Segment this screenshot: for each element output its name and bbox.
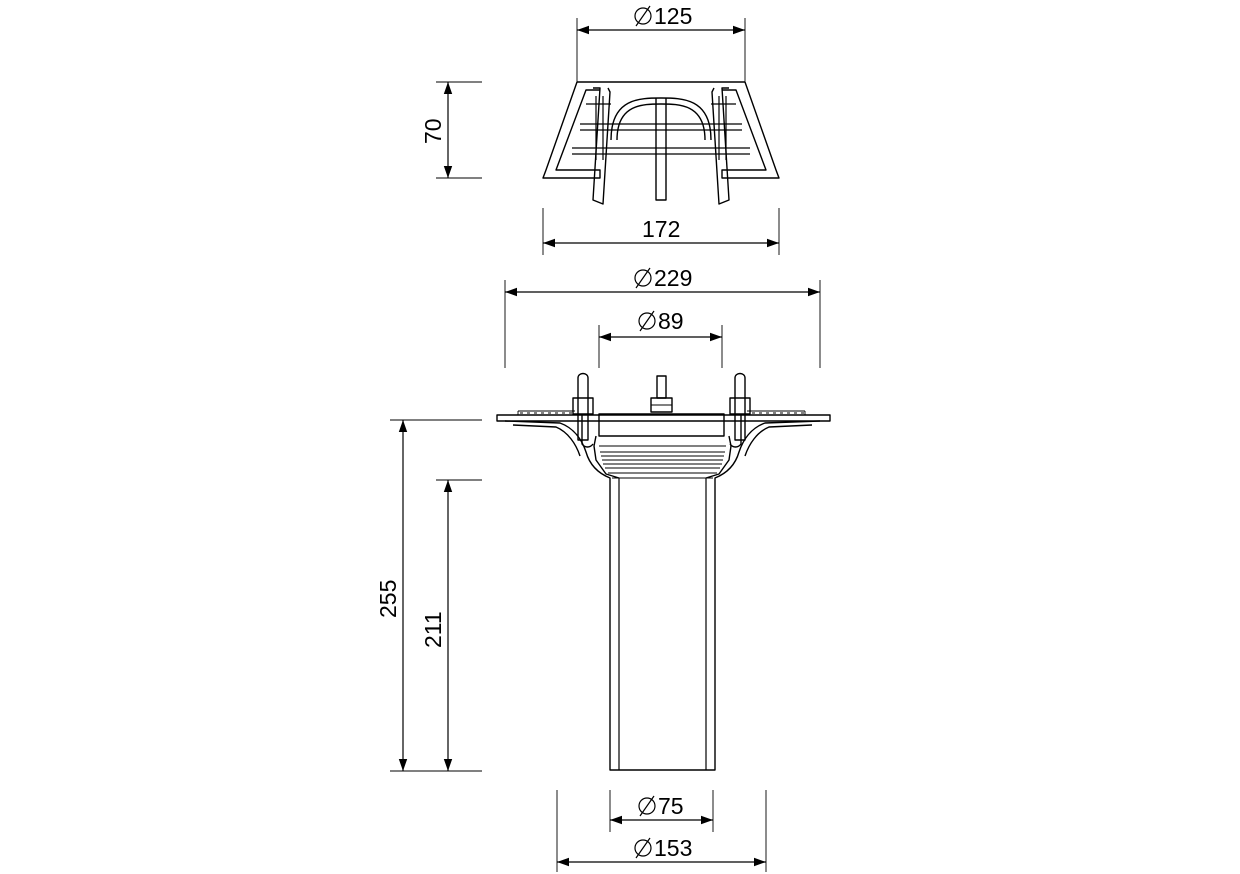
grate-drawing — [542, 81, 780, 205]
dimension-outlet-inner: 75 — [609, 790, 714, 832]
diameter-symbol-icon — [634, 837, 652, 859]
drain-body-drawing — [496, 372, 831, 771]
dimension-clamp: 89 — [598, 308, 723, 368]
diameter-symbol-icon — [634, 267, 652, 289]
dim-172-label: 172 — [642, 216, 680, 242]
dimension-outlet-height: 211 — [420, 479, 482, 771]
dimension-grate-height: 70 — [420, 81, 482, 179]
dimension-flange: 229 — [504, 265, 821, 368]
dim-125-label: 125 — [654, 3, 692, 29]
dimension-total-height: 255 — [375, 419, 482, 772]
dim-153-label: 153 — [654, 835, 692, 861]
dim-89-label: 89 — [658, 308, 684, 334]
diameter-symbol-icon — [638, 310, 656, 332]
dimension-outlet-outer: 153 — [556, 790, 767, 872]
dim-75-label: 75 — [658, 793, 684, 819]
dim-255-label: 255 — [375, 580, 401, 618]
dim-229-label: 229 — [654, 265, 692, 291]
dim-211-label: 211 — [420, 611, 446, 648]
dimension-grate-top: 125 — [576, 3, 746, 82]
dimension-grate-base: 172 — [542, 208, 780, 255]
diameter-symbol-icon — [634, 5, 652, 27]
diameter-symbol-icon — [638, 795, 656, 817]
dim-70-label: 70 — [420, 118, 446, 144]
